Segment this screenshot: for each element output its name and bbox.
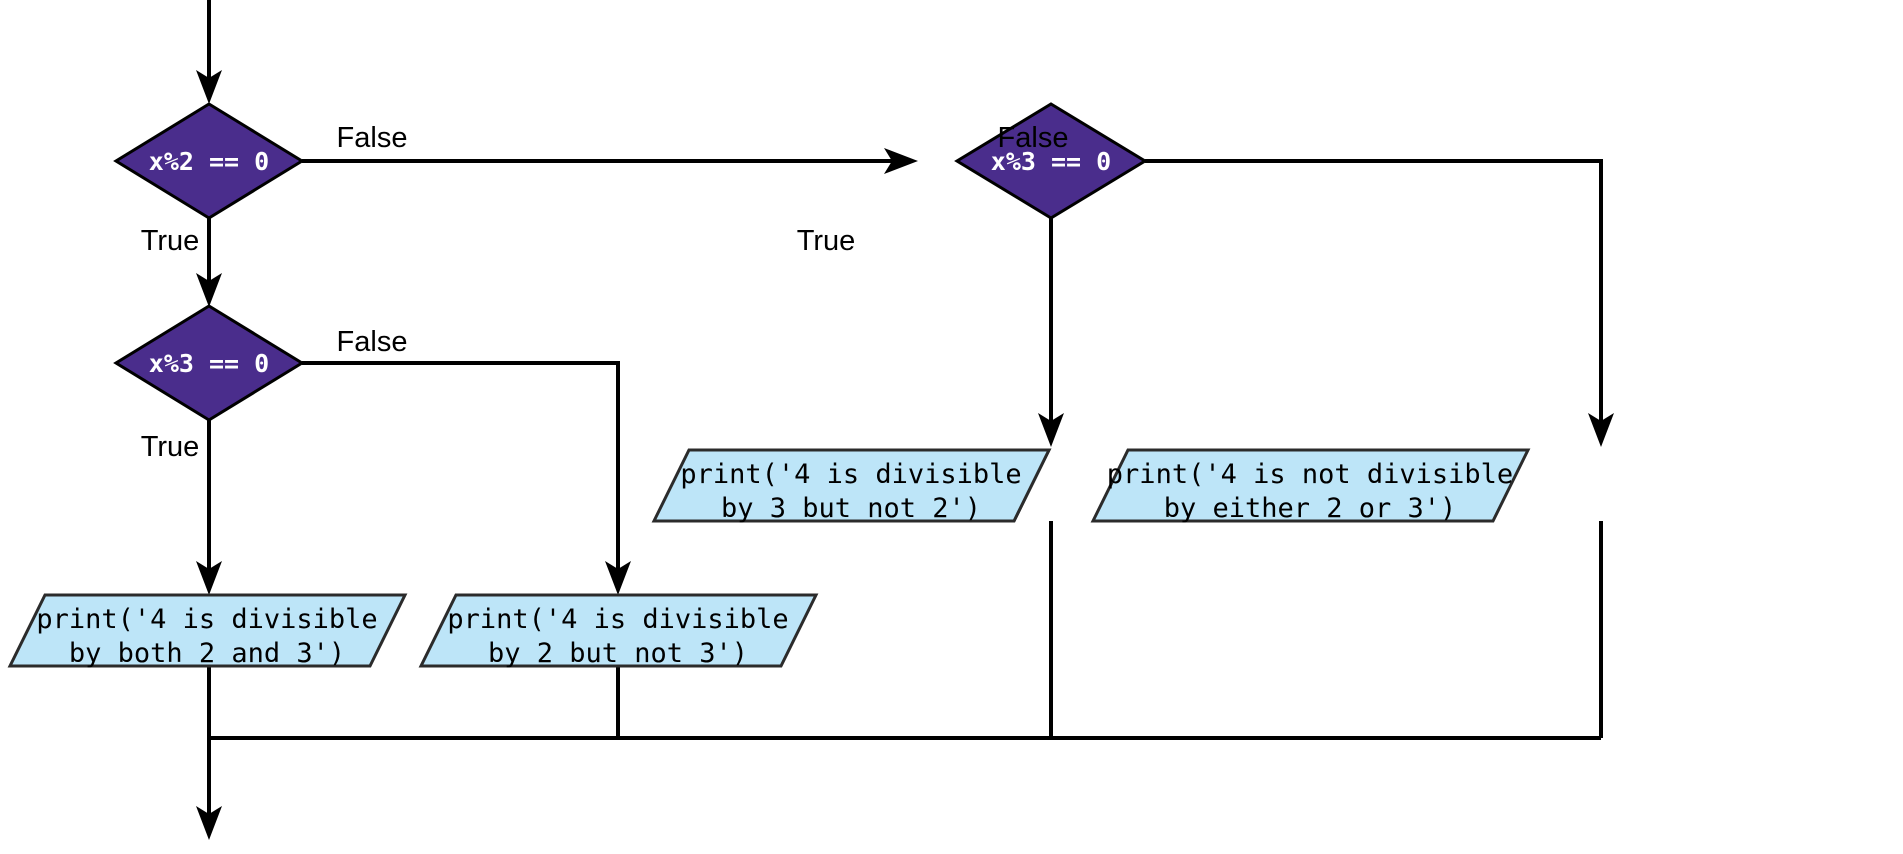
output-line-2: by 3 but not 2') bbox=[721, 493, 981, 524]
output-node-divisible-by-2-only[interactable]: print('4 is divisible by 2 but not 3') bbox=[418, 593, 819, 669]
output-line-1: print('4 is divisible bbox=[36, 604, 377, 635]
output-line-2: by either 2 or 3') bbox=[1164, 493, 1457, 524]
decision-node-x-mod-3-left[interactable]: x%3 == 0 bbox=[113, 304, 305, 422]
decision-label: x%2 == 0 bbox=[149, 147, 269, 176]
edge-entry-to-d1 bbox=[196, 0, 222, 104]
decision-label: x%3 == 0 bbox=[149, 349, 269, 378]
edge-merge-bus bbox=[196, 521, 1603, 840]
edge-label-d2-false: False bbox=[998, 122, 1069, 154]
edge-label-d1-false: False bbox=[337, 122, 408, 154]
edge-d3-false-to-o2 bbox=[302, 361, 631, 595]
arrowhead-icon bbox=[1588, 413, 1614, 447]
decision-node-x-mod-2[interactable]: x%2 == 0 bbox=[113, 102, 305, 220]
output-line-1: print('4 is not divisible bbox=[1107, 459, 1513, 490]
edge-label-d3-false: False bbox=[337, 326, 408, 358]
arrowhead-icon bbox=[1038, 413, 1064, 447]
output-line-2: by 2 but not 3') bbox=[488, 638, 748, 669]
output-line-2: by both 2 and 3') bbox=[69, 638, 345, 669]
arrowhead-icon bbox=[196, 561, 222, 595]
edge-label-d1-true: True bbox=[141, 225, 200, 257]
output-line-1: print('4 is divisible bbox=[680, 459, 1021, 490]
edge-label-d3-true: True bbox=[141, 431, 200, 463]
edge-d2-true-to-o3 bbox=[1038, 208, 1064, 447]
arrowhead-icon bbox=[884, 148, 918, 174]
output-node-divisible-by-both[interactable]: print('4 is divisible by both 2 and 3') bbox=[7, 593, 408, 669]
decision-node-x-mod-3-right[interactable]: x%3 == 0 bbox=[954, 102, 1148, 220]
decision-label: x%3 == 0 bbox=[991, 147, 1111, 176]
arrowhead-icon bbox=[605, 561, 631, 595]
edge-d2-false-to-o4 bbox=[1145, 159, 1614, 447]
edge-d3-true-to-o1 bbox=[196, 410, 222, 595]
output-line-1: print('4 is divisible bbox=[447, 604, 788, 635]
arrowhead-icon bbox=[196, 273, 222, 307]
output-node-divisible-by-3-only[interactable]: print('4 is divisible by 3 but not 2') bbox=[651, 448, 1052, 524]
arrowhead-icon bbox=[196, 806, 222, 840]
edge-d1-false-to-d2 bbox=[302, 148, 918, 174]
edge-label-d2-true: True bbox=[797, 225, 856, 257]
edge-d1-true-to-d3 bbox=[196, 208, 222, 307]
output-node-not-divisible[interactable]: print('4 is not divisible by either 2 or… bbox=[1090, 448, 1531, 524]
arrowhead-icon bbox=[196, 70, 222, 104]
